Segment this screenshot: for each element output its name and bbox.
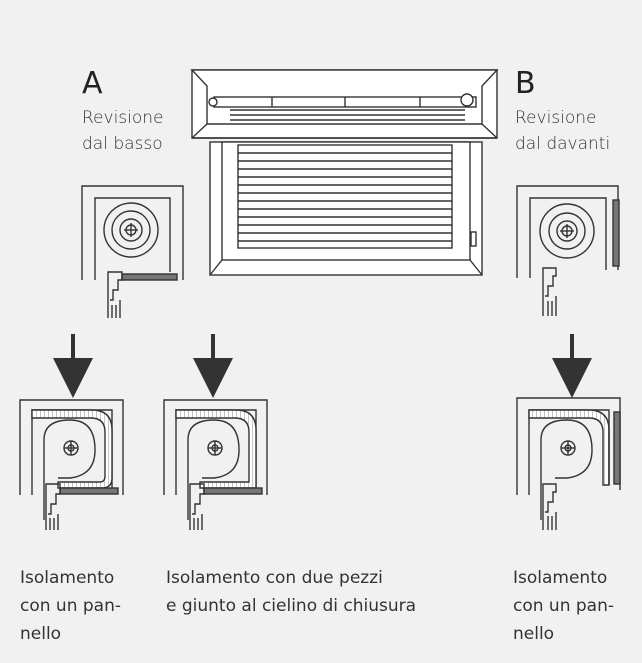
window-illustration	[190, 69, 499, 276]
section-a-letter: A	[82, 66, 103, 101]
section-b-letter: B	[515, 66, 536, 101]
section-b-subtitle: Revisione dal davanti	[515, 108, 611, 154]
bottom-middle-diagram	[163, 399, 268, 530]
caption-right: Isolamento con un pan- nello	[513, 568, 614, 644]
bottom-right-diagram	[516, 397, 621, 530]
box-a-diagram	[81, 185, 184, 318]
arrows	[53, 334, 592, 398]
box-b-diagram	[516, 185, 620, 316]
caption-left: Isolamento con un pan- nello	[20, 568, 121, 644]
bottom-left-diagram	[19, 399, 124, 530]
section-a-subtitle: Revisione dal basso	[82, 108, 164, 154]
caption-middle: Isolamento con due pezzi e giunto al cie…	[166, 568, 417, 616]
